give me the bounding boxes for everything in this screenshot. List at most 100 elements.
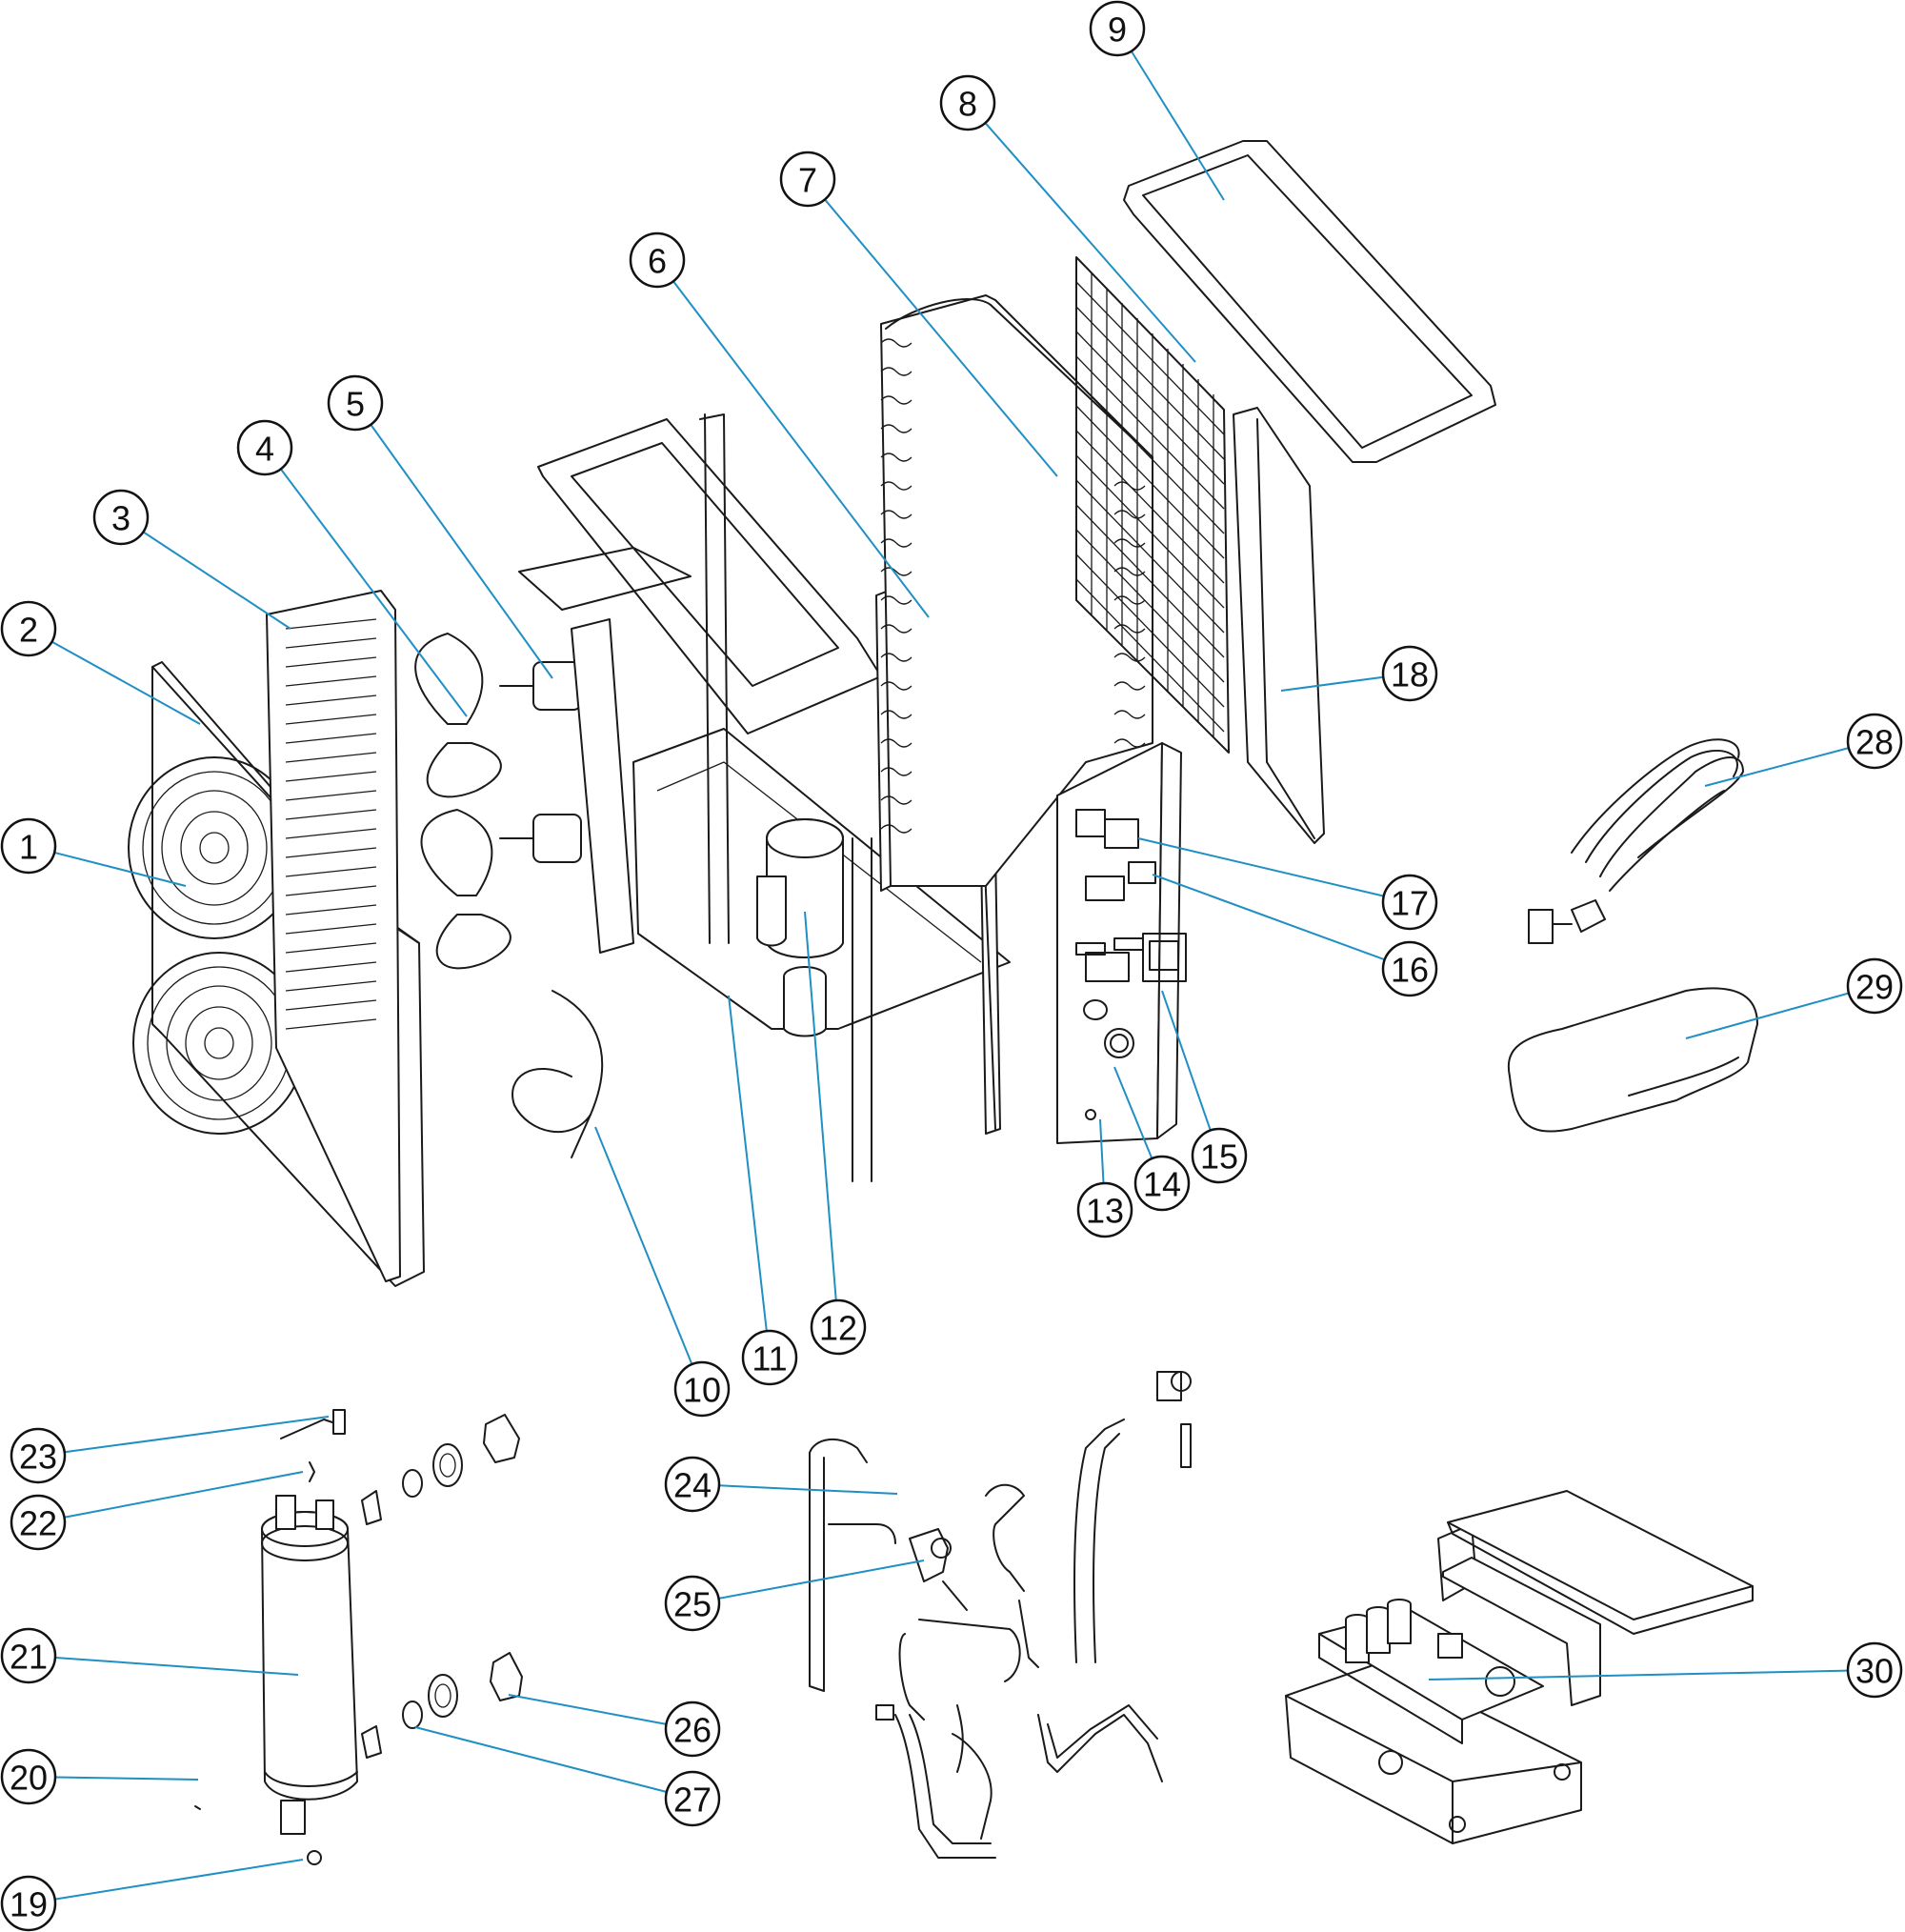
leader-line-19 [54, 1859, 304, 1901]
leader-line-16 [1152, 874, 1386, 961]
callout-number-24: 24 [673, 1466, 712, 1505]
grille-panel-drawing [266, 590, 401, 1282]
cover-pad-drawing [1507, 987, 1758, 1133]
callout-circle-26 [664, 1701, 721, 1758]
callout-number-26: 26 [673, 1711, 712, 1750]
top-cover-drawing [1123, 140, 1496, 463]
callout-number-15: 15 [1200, 1137, 1238, 1177]
callout-number-12: 12 [819, 1309, 857, 1348]
callout-circle-11 [741, 1329, 798, 1386]
power-cable-drawing [1528, 738, 1744, 944]
callout-16: 16 [1381, 940, 1438, 997]
callout-circle-15 [1191, 1127, 1248, 1184]
callout-17: 17 [1381, 874, 1438, 931]
callout-circle-20 [0, 1748, 57, 1805]
callout-number-20: 20 [10, 1759, 48, 1798]
callout-number-9: 9 [1108, 10, 1127, 50]
callout-circle-1 [0, 817, 57, 875]
callout-circle-12 [810, 1298, 867, 1356]
leader-line-15 [1161, 990, 1212, 1131]
callout-circle-13 [1076, 1181, 1133, 1238]
electrical-box-drawing [1285, 1490, 1754, 1844]
callout-3: 3 [92, 489, 150, 546]
leader-line-27 [414, 1726, 668, 1793]
callout-circle-25 [664, 1575, 721, 1632]
leader-line-28 [1704, 747, 1850, 787]
leader-line-29 [1685, 992, 1850, 1039]
fan-motor-drawing [499, 661, 582, 863]
callout-circle-7 [779, 151, 836, 208]
callout-circle-22 [10, 1494, 67, 1551]
callout-2: 2 [0, 600, 57, 657]
callout-number-3: 3 [111, 499, 130, 538]
callout-15: 15 [1191, 1127, 1248, 1184]
callout-number-30: 30 [1855, 1652, 1894, 1691]
callout-circle-29 [1846, 957, 1903, 1015]
callout-23: 23 [10, 1427, 67, 1484]
callout-number-2: 2 [19, 611, 38, 650]
callout-5: 5 [327, 374, 384, 432]
callout-26: 26 [664, 1701, 721, 1758]
callout-circle-6 [629, 231, 686, 289]
leader-line-20 [54, 1776, 199, 1781]
callout-number-28: 28 [1855, 723, 1894, 762]
callout-circle-27 [664, 1770, 721, 1827]
callout-number-13: 13 [1086, 1192, 1124, 1231]
callout-12: 12 [810, 1298, 867, 1356]
callout-number-19: 19 [10, 1885, 48, 1924]
callout-20: 20 [0, 1748, 57, 1805]
callout-circle-16 [1381, 940, 1438, 997]
leader-line-10 [594, 1126, 693, 1365]
leader-line-4 [280, 468, 468, 717]
callout-circle-8 [939, 74, 996, 131]
callout-circle-10 [673, 1360, 731, 1418]
leader-line-13 [1099, 1118, 1105, 1184]
callout-circle-18 [1381, 645, 1438, 702]
callout-14: 14 [1133, 1155, 1191, 1212]
callout-28: 28 [1846, 713, 1903, 770]
callout-circle-14 [1133, 1155, 1191, 1212]
leader-line-17 [1137, 837, 1384, 897]
piping-assembly-drawing [809, 1371, 1192, 1859]
leader-line-7 [824, 198, 1058, 477]
callout-circle-19 [0, 1875, 57, 1932]
callout-number-27: 27 [673, 1781, 712, 1820]
callout-number-29: 29 [1855, 968, 1894, 1007]
callout-24: 24 [664, 1456, 721, 1513]
callout-22: 22 [10, 1494, 67, 1551]
leader-line-21 [54, 1656, 299, 1676]
callout-circle-5 [327, 374, 384, 432]
callout-number-23: 23 [19, 1438, 57, 1477]
callout-8: 8 [939, 74, 996, 131]
callout-number-6: 6 [648, 242, 667, 281]
callout-number-16: 16 [1391, 951, 1429, 990]
callout-27: 27 [664, 1770, 721, 1827]
heat-exchanger-drawing [261, 1490, 382, 1865]
leader-line-9 [1130, 50, 1225, 201]
leader-line-3 [142, 531, 291, 630]
callout-25: 25 [664, 1575, 721, 1632]
callout-number-11: 11 [752, 1339, 787, 1379]
callout-circle-28 [1846, 713, 1903, 770]
leader-line-30 [1428, 1669, 1849, 1680]
callout-30: 30 [1846, 1641, 1903, 1699]
callout-18: 18 [1381, 645, 1438, 702]
part-drawings [128, 140, 1758, 1865]
callout-number-5: 5 [346, 385, 365, 424]
leader-line-2 [50, 640, 201, 725]
motor-bracket-drawing [571, 618, 634, 954]
callout-number-10: 10 [683, 1371, 721, 1410]
callout-number-21: 21 [10, 1638, 48, 1677]
callout-number-22: 22 [19, 1504, 57, 1543]
side-frame-drawing [1233, 407, 1325, 844]
compressor-drawing [756, 818, 844, 1037]
leader-line-5 [370, 424, 553, 679]
callout-circle-24 [664, 1456, 721, 1513]
leader-line-23 [64, 1416, 330, 1454]
leader-lines [50, 50, 1850, 1901]
callout-number-17: 17 [1391, 884, 1429, 923]
control-panel-drawing [1056, 742, 1187, 1144]
